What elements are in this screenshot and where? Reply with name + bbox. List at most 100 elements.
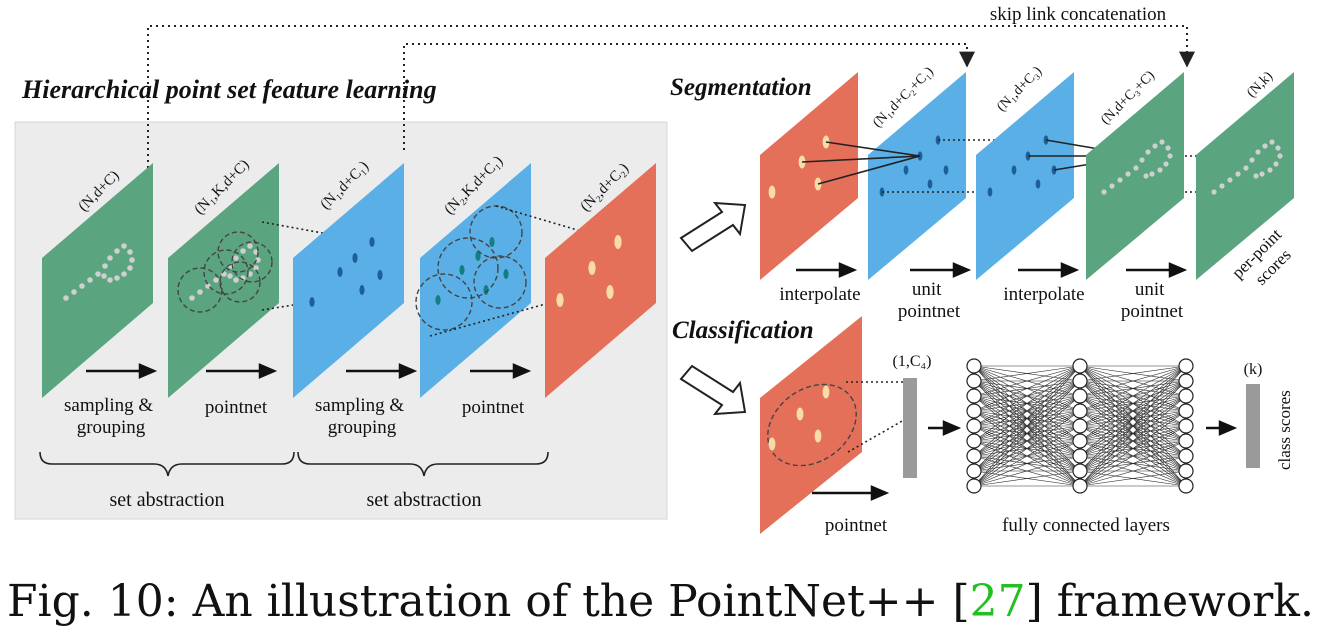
fc-neuron [966,388,982,404]
fully-connected-network [966,358,1194,494]
interpolate-1: interpolate [779,284,860,305]
fc-neuron [966,433,982,449]
set-abstraction-2: set abstraction [367,489,482,511]
seg-step-arrows [796,262,1188,278]
unit-pointnet-2: unit pointnet [1121,279,1184,322]
fc-connection [1079,365,1187,472]
seg-points-green [1101,139,1173,195]
fc-connection [973,455,1081,487]
reference-link[interactable]: 27 [969,576,1026,627]
classification-title: Classification [672,317,814,344]
fc-neuron [966,358,982,374]
seg-plane-1 [760,72,858,280]
fc-neuron [966,403,982,419]
fc-neuron [1072,388,1088,404]
plane-n1-d-c1 [293,163,404,398]
fc-connection [973,380,1081,487]
step-pointnet-2: pointnet [462,397,525,418]
fc-neuron [966,448,982,464]
skip-link-label: skip link concatenation [990,4,1167,25]
class-scores-label: class scores [1275,390,1294,470]
c4-label: (1,C₄) [893,353,932,370]
fc-connection [973,365,1081,412]
fc-neuron [966,418,982,434]
to-segmentation-arrow [679,201,747,253]
fc-neuron [1178,373,1194,389]
fc-connection [1079,365,1187,412]
plane-n2-k-d-c1 [420,163,531,398]
skip-links [147,25,1195,168]
k-label: (k) [1244,361,1263,378]
seg-points-output [1211,139,1283,195]
fc-neuron [1072,418,1088,434]
cls-points [768,385,830,451]
branch-arrows [679,201,747,416]
figure-caption: Fig. 10: An illustration of the PointNet… [7,576,1314,627]
fc-connection [1079,395,1187,487]
fc-connection [1079,365,1187,427]
fc-connection [1079,365,1187,442]
fc-neuron [1178,448,1194,464]
fc-connection [973,395,1081,487]
pointnet-plus-plus-diagram: skip link concatenation Hierarchical poi… [14,4,1295,536]
grouping-circles-1 [177,231,273,313]
encoder-step-arrows [86,363,532,379]
fc-connection [973,365,1081,487]
hierarchical-title: Hierarchical point set feature learning [21,75,437,104]
global-feature-bar [903,378,917,478]
fc-neuron [1072,358,1088,374]
fc-connection [973,365,1081,397]
step-sampling-grouping-2: sampling & grouping [315,395,409,438]
braces [39,451,549,477]
fc-neuron [1072,373,1088,389]
fc-neuron [1072,448,1088,464]
fc-neuron [966,478,982,494]
fc-neuron [1178,433,1194,449]
fc-connection [973,440,1081,487]
point-cloud-input [63,243,135,301]
fc-neuron [1072,478,1088,494]
fc-connection [1079,365,1187,397]
fc-neuron [1178,418,1194,434]
class-scores-bar [1246,384,1260,468]
fc-connection [1079,410,1187,487]
fc-connection [1079,365,1187,487]
seg-plane-3 [976,72,1074,280]
fc-connection [973,365,1081,382]
fc-neuron [1178,403,1194,419]
fc-neuron [1178,478,1194,494]
seg-plane-5 [1196,72,1294,280]
plane-n1-k-d-c [168,163,279,398]
to-classification-arrow [679,364,747,416]
points-level-2 [556,235,622,307]
fc-connection [973,365,1081,427]
fc-connection [1079,425,1187,487]
cls-pointnet: pointnet [825,515,888,536]
step-pointnet-1: pointnet [205,397,268,418]
fc-connection [1079,440,1187,487]
fc-neuron [966,373,982,389]
fc-layers-label: fully connected layers [1002,515,1170,536]
fc-connection [973,470,1081,487]
segmentation-title: Segmentation [670,74,812,101]
fc-connection [1079,365,1187,382]
fc-neuron [1178,463,1194,479]
step-sampling-grouping-1: sampling & grouping [64,395,158,438]
seg-plane-2 [868,72,966,280]
fc-connection [973,425,1081,487]
centroids-grouped [435,237,509,305]
cls-projection-lines [846,381,905,453]
seg-points-blue-1 [879,135,949,197]
unit-pointnet-1: unit pointnet [898,279,961,322]
set-abstraction-1: set abstraction [110,489,225,511]
centroids-1 [309,237,383,307]
fc-neuron [1072,433,1088,449]
fc-connection [973,365,1081,472]
plane-n-d-c [42,163,153,398]
fc-neuron [1178,388,1194,404]
fc-neuron [1178,358,1194,374]
interp-lines-1 [801,141,921,185]
fc-connection [1079,470,1187,487]
fc-neuron [966,463,982,479]
fc-connection [1079,380,1187,487]
